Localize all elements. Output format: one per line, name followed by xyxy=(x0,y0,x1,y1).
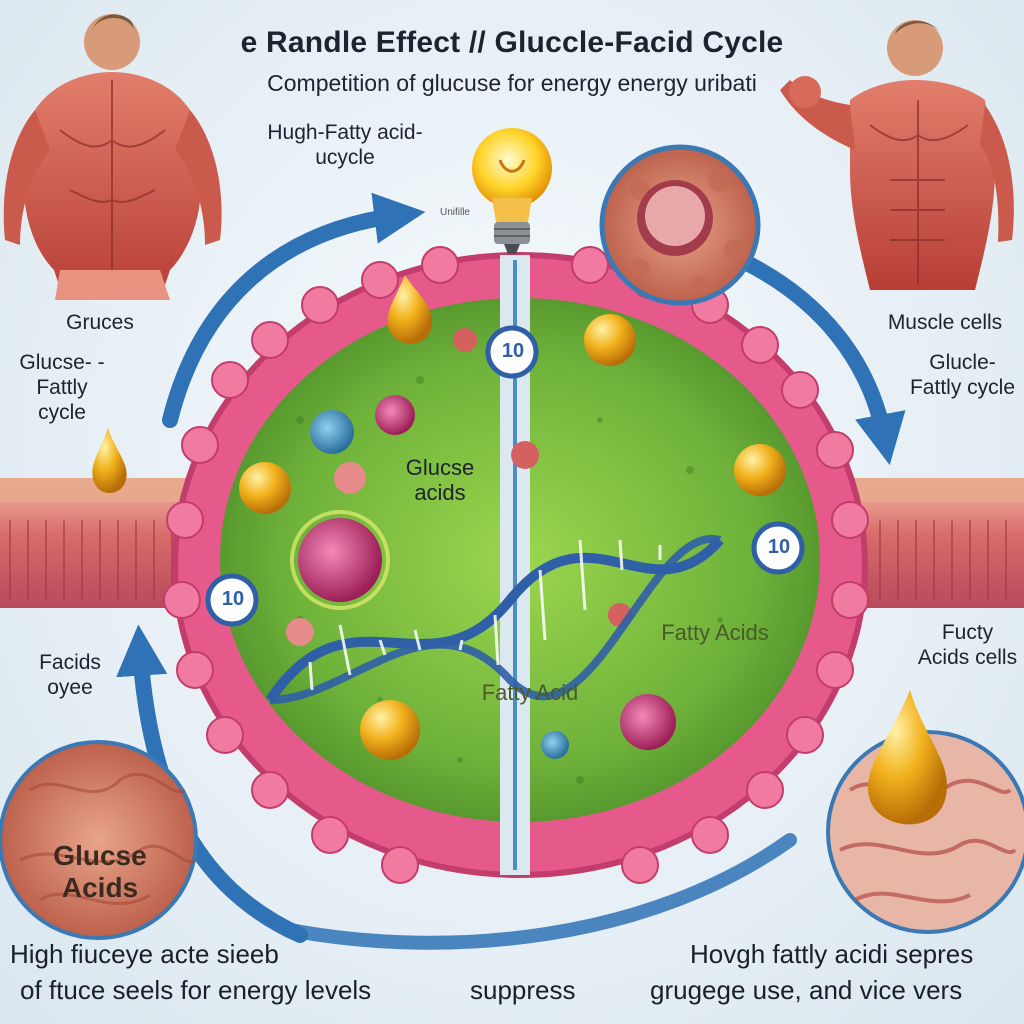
muscle-figure-icon-back xyxy=(3,14,222,300)
label-small-unifille: Unifille xyxy=(439,207,470,218)
tissue-circle-bottom-left xyxy=(0,740,198,940)
badge-top-text: 10 xyxy=(501,340,525,362)
tissue-circle-bottom-right xyxy=(826,690,1024,934)
tissue-circle-top xyxy=(599,144,761,306)
badge-right xyxy=(751,521,805,575)
droplet-icon xyxy=(387,275,433,344)
label-glucse-fatty-cycle-left: Glucse- -Fattly cycle xyxy=(19,351,105,424)
label-center-glucose: Glucse acids xyxy=(405,455,475,505)
membrane-strip-left xyxy=(0,478,200,608)
arrow-bottom-right xyxy=(283,833,797,950)
page-subtitle: Competition of glucuse for energy energy… xyxy=(267,70,757,96)
badge-top xyxy=(485,325,539,379)
dna-helix-icon xyxy=(265,534,724,704)
cell-body xyxy=(163,246,869,884)
label-fatty-acids-small: Fatty Acids xyxy=(661,620,769,645)
droplet-icon-small xyxy=(92,428,127,494)
arrow-top-left xyxy=(162,192,426,428)
arrow-top-right xyxy=(737,254,906,466)
badge-right-text: 10 xyxy=(767,536,791,558)
label-high-fatty: Hugh-Fatty acid-ucycle xyxy=(267,121,423,169)
label-glucse-acids-circle: Glucse Acids xyxy=(53,840,147,903)
lightbulb-icon xyxy=(472,128,552,254)
footer-left-line2: of ftuce seels for energy levels xyxy=(20,975,372,1005)
badge-left-text: 10 xyxy=(221,588,245,610)
footer-left-line1: High fiuceye acte sieeb xyxy=(10,939,279,969)
muscle-figure-icon-front xyxy=(780,20,1014,290)
droplet-icon-large xyxy=(868,690,947,825)
badge-left xyxy=(205,573,259,627)
footer-middle: suppress xyxy=(470,975,576,1005)
label-glucle-fatty-cycle-right: Glucle- Fattly cycle xyxy=(909,351,1016,399)
label-fucty-acids-cells: Fucty Acids cells xyxy=(917,621,1018,669)
label-muscle-cells: Muscle cells xyxy=(887,311,1003,334)
footer-right-line1: Hovgh fattly acidi sepres xyxy=(690,939,974,969)
footer-right-line2: grugege use, and vice vers xyxy=(650,975,963,1005)
label-racids-oyee: Facids oyee xyxy=(39,651,101,699)
page-title: e Randle Effect // Gluccle-Facid Cycle xyxy=(240,26,784,59)
label-fatty-acid-center: Fatty Acid xyxy=(481,680,579,705)
label-gruces: Gruces xyxy=(66,311,134,334)
organelles xyxy=(239,314,786,760)
membrane-strip-right xyxy=(850,478,1024,608)
